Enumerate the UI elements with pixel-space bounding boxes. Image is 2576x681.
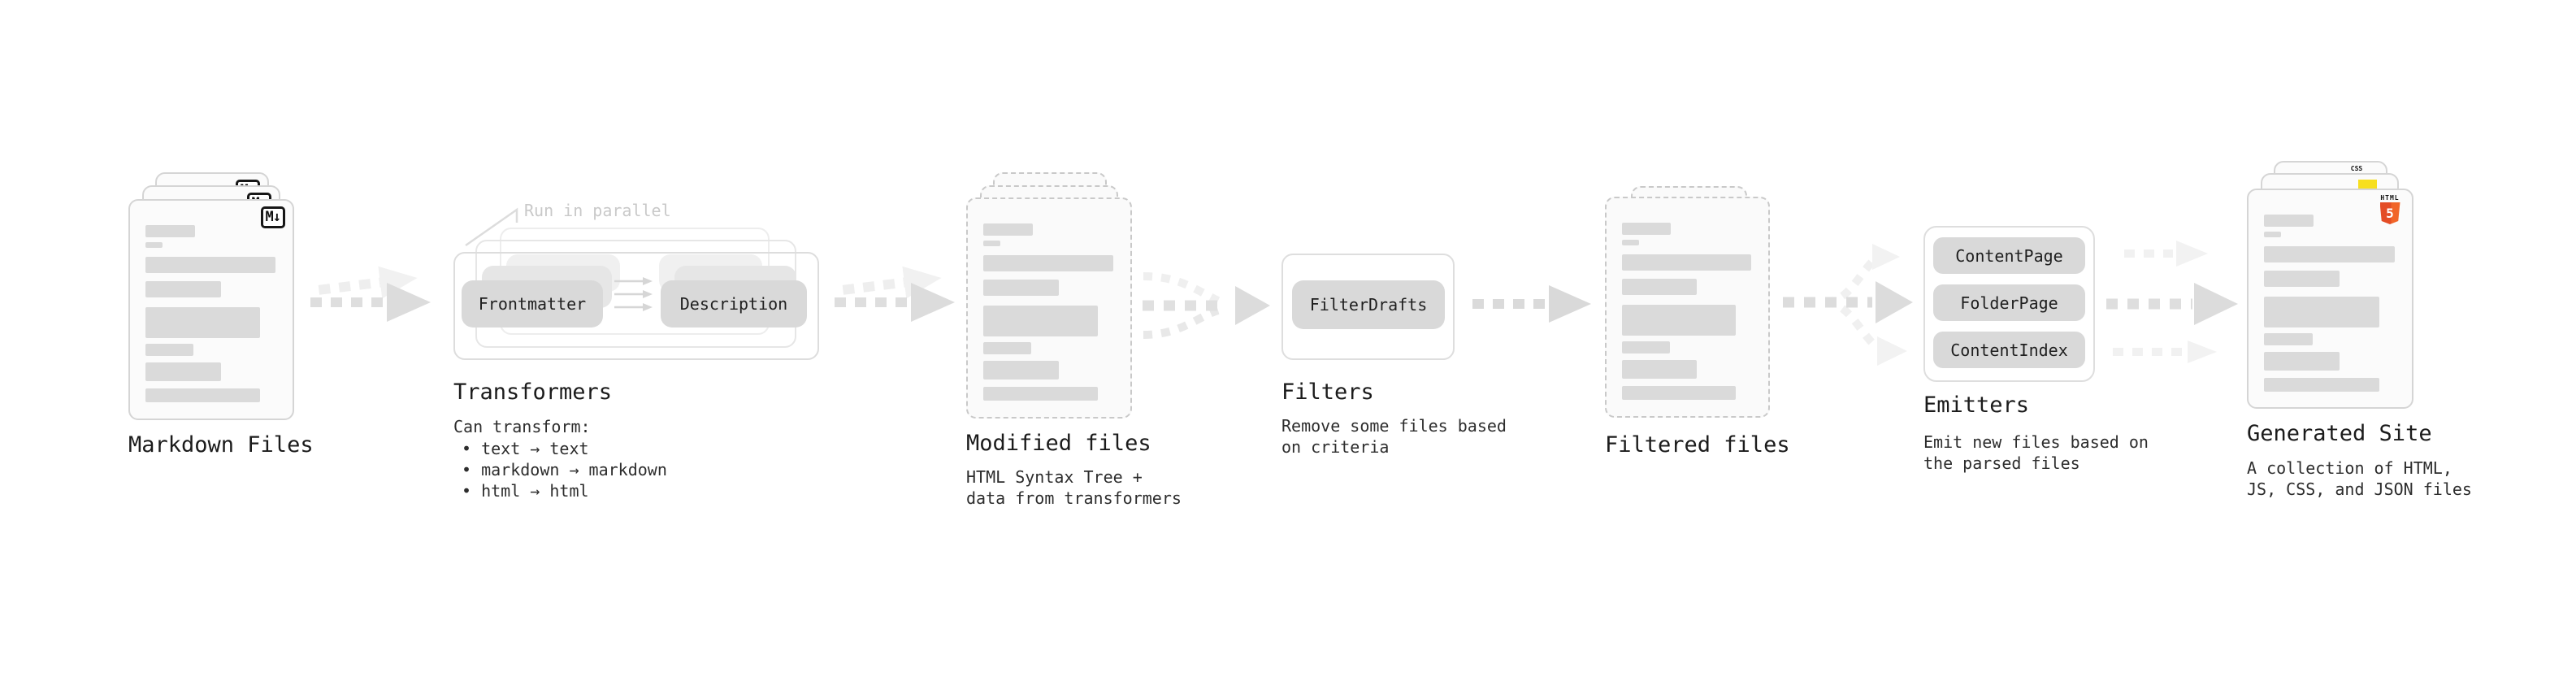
modified-file-card-front (966, 197, 1132, 419)
parallel-run-box-front (453, 252, 819, 360)
markdown-file-card-front: M↓ (128, 199, 294, 420)
text-line-bar (2264, 232, 2281, 237)
stage-title-modified-files: Modified files (966, 431, 1151, 456)
stage-title-transformers: Transformers (453, 380, 613, 405)
text-line-bar (145, 281, 221, 297)
description-line: Remove some files based (1281, 416, 1507, 436)
run-in-parallel-note: Run in parallel (524, 201, 671, 220)
text-line-bar (1622, 386, 1736, 400)
pill-flow-arrows-icon (614, 277, 653, 311)
stage-title-filtered-files: Filtered files (1605, 432, 1790, 458)
markdown-icon: M↓ (260, 206, 285, 228)
text-line-bar (2264, 378, 2379, 392)
text-line-bar (983, 387, 1098, 401)
flow-arrow-markdown-to-transformers-icon (310, 266, 431, 322)
filtered-file-card-front (1605, 197, 1770, 418)
content-index-pill: ContentIndex (1933, 332, 2085, 368)
flow-arrow-filters-to-filtered-icon (1472, 285, 1591, 323)
text-line-bar (2264, 271, 2340, 287)
document-text-placeholder (2264, 215, 2395, 392)
description-line: data from transformers (966, 488, 1182, 508)
note-leader-line (465, 207, 518, 247)
text-line-bar (145, 242, 163, 248)
text-line-bar (983, 255, 1113, 271)
text-line-bar (145, 388, 260, 402)
text-line-bar (2264, 333, 2313, 345)
text-line-bar (145, 344, 194, 356)
transformers-bullet-list: • text → text • markdown → markdown • ht… (462, 438, 667, 501)
generated-file-card-html: HTML 5 (2247, 189, 2413, 409)
document-text-placeholder (1622, 223, 1751, 400)
description-line: HTML Syntax Tree + (966, 467, 1143, 487)
text-line-bar (983, 280, 1059, 296)
text-line-bar (983, 223, 1033, 236)
text-line-bar (2264, 352, 2340, 371)
folder-page-pill: FolderPage (1933, 284, 2085, 321)
text-line-bar (2264, 297, 2379, 327)
text-line-bar (1622, 341, 1670, 354)
text-line-bar (1622, 254, 1751, 271)
bullet-item: • markdown → markdown (462, 460, 667, 479)
transformers-desc-heading: Can transform: (453, 417, 591, 436)
frontmatter-pill: Frontmatter (462, 280, 603, 327)
text-line-bar (145, 257, 275, 273)
stage-title-filters: Filters (1281, 380, 1374, 405)
text-line-bar (2264, 215, 2314, 227)
description-line: A collection of HTML, (2247, 458, 2452, 478)
text-line-bar (1622, 240, 1639, 245)
bullet-item: • text → text (462, 439, 589, 458)
stage-title-generated-site: Generated Site (2247, 421, 2432, 446)
text-line-bar (145, 225, 195, 237)
html5-icon: HTML 5 (2377, 194, 2403, 224)
description-pill: Description (661, 280, 807, 327)
text-line-bar (1622, 360, 1698, 379)
text-line-bar (2264, 246, 2395, 262)
emitters-description: Emit new files based on the parsed files (1923, 432, 2149, 474)
description-line: Emit new files based on (1923, 432, 2149, 452)
description-line: JS, CSS, and JSON files (2247, 479, 2472, 499)
stage-title-emitters: Emitters (1923, 393, 2030, 418)
text-line-bar (983, 361, 1059, 380)
generated-site-description: A collection of HTML, JS, CSS, and JSON … (2247, 458, 2472, 500)
text-line-bar (145, 362, 221, 381)
text-line-bar (1622, 223, 1672, 235)
flow-arrow-merge-to-filters-icon (1143, 272, 1270, 339)
document-text-placeholder (145, 225, 275, 402)
text-line-bar (1622, 305, 1736, 336)
flow-arrow-emitters-to-generated-icon (2106, 241, 2238, 363)
filter-drafts-pill: FilterDrafts (1292, 280, 1445, 329)
modified-files-description: HTML Syntax Tree + data from transformer… (966, 466, 1182, 509)
flow-arrow-fanout-to-emitters-icon (1783, 244, 1913, 366)
text-line-bar (1622, 279, 1698, 295)
filters-description: Remove some files based on criteria (1281, 415, 1507, 458)
javascript-icon (2358, 180, 2377, 189)
stage-title-markdown-files: Markdown Files (128, 432, 314, 458)
description-line: on criteria (1281, 437, 1390, 457)
bullet-item: • html → html (462, 481, 589, 501)
text-line-bar (145, 307, 260, 338)
text-line-bar (983, 306, 1098, 336)
description-line: the parsed files (1923, 453, 2080, 473)
content-page-pill: ContentPage (1933, 237, 2085, 274)
text-line-bar (983, 342, 1032, 354)
text-line-bar (983, 241, 1000, 246)
flow-arrow-transformers-to-modified-icon (835, 266, 955, 322)
document-text-placeholder (983, 223, 1113, 401)
